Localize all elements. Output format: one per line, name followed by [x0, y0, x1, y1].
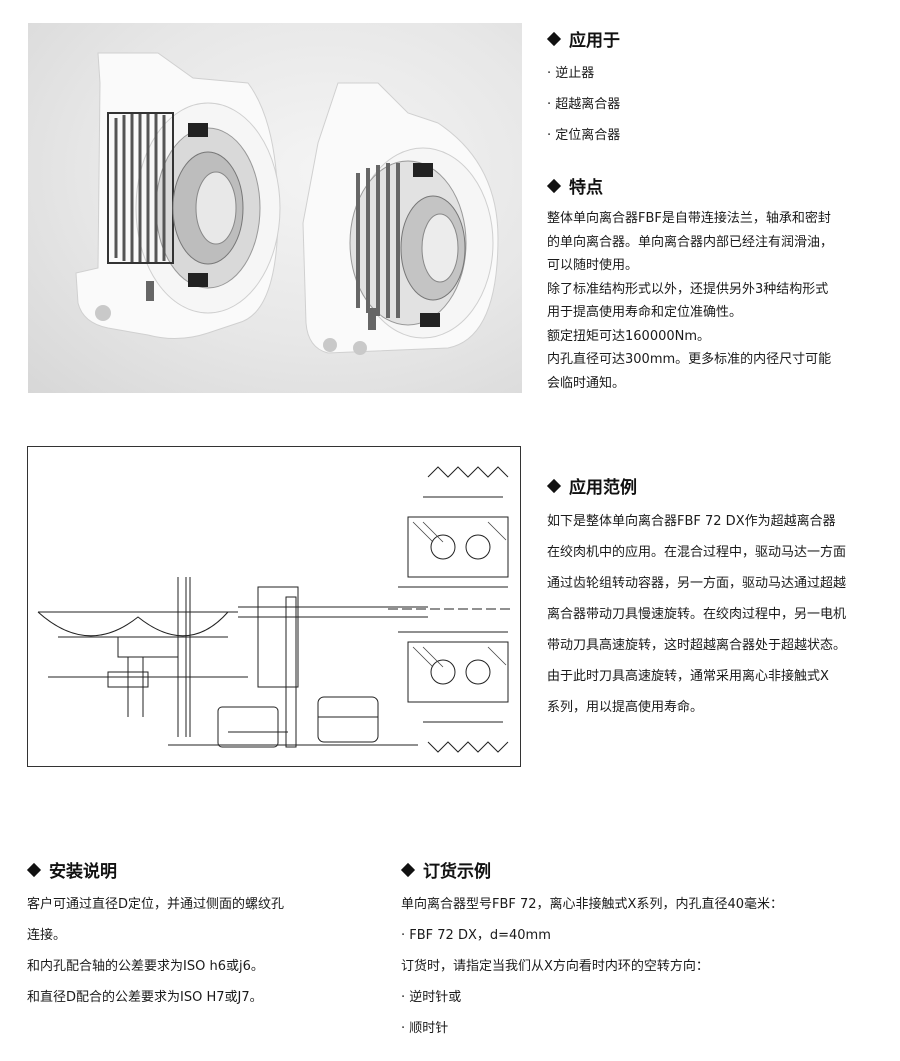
list-item: · 超越离合器	[547, 97, 621, 112]
install-heading: 安装说明	[25, 857, 117, 882]
features-title: 特点	[569, 178, 603, 198]
text-line: 的单向离合器。单向离合器内部已经注有润滑油，	[547, 234, 834, 250]
text-line: 单向离合器型号FBF 72，离心非接触式X系列，内孔直径40毫米：	[401, 897, 783, 912]
text-line: 如下是整体单向离合器FBF 72 DX作为超越离合器	[547, 514, 836, 529]
apply-list: · 逆止器 · 超越离合器 · 定位离合器	[547, 58, 620, 151]
list-item: · 逆止器	[547, 66, 595, 81]
install-title: 安装说明	[49, 862, 117, 882]
text-line: 会临时通知。	[547, 375, 626, 391]
example-title: 应用范例	[569, 478, 637, 498]
text-line: 离合器带动刀具慢速旋转。在绞肉过程中，另一电机	[547, 607, 847, 622]
product-photo	[28, 23, 522, 393]
text-line: 在绞肉机中的应用。在混合过程中，驱动马达一方面	[547, 545, 847, 560]
text-line: · 顺时针	[401, 1021, 449, 1036]
text-line: · FBF 72 DX，d=40mm	[401, 928, 551, 943]
text-line: 和直径D配合的公差要求为ISO H7或J7。	[27, 990, 263, 1005]
diamond-bullet-icon	[546, 478, 562, 493]
text-line: 由于此时刀具高速旋转，通常采用离心非接触式X	[547, 669, 829, 684]
text-line: 用于提高使用寿命和定位准确性。	[547, 305, 743, 320]
text-line: 通过齿轮组转动容器，另一方面，驱动马达通过超越	[547, 576, 847, 591]
apply-heading: 应用于	[545, 26, 620, 51]
text-line: 客户可通过直径D定位，并通过侧面的螺纹孔	[27, 897, 285, 912]
diamond-bullet-icon	[26, 862, 42, 877]
example-text: 如下是整体单向离合器FBF 72 DX作为超越离合器 在绞肉机中的应用。在混合过…	[547, 506, 892, 723]
text-line: 连接。	[27, 928, 67, 943]
text-line: 内孔直径可达300mm。更多标准的内径尺寸可能	[547, 352, 832, 367]
order-heading: 订货示例	[399, 857, 491, 882]
diamond-bullet-icon	[546, 178, 562, 193]
text-line: 除了标准结构形式以外，还提供另外3种结构形式	[547, 281, 829, 297]
mechanical-drawing	[37, 466, 513, 753]
clutch-illustration	[75, 52, 499, 355]
features-text: 整体单向离合器FBF是自带连接法兰，轴承和密封 的单向离合器。单向离合器内部已经…	[547, 207, 887, 395]
text-line: 带动刀具高速旋转，这时超越离合器处于超越状态。	[547, 638, 847, 653]
text-line: 整体单向离合器FBF是自带连接法兰，轴承和密封	[547, 211, 831, 226]
install-text: 客户可通过直径D定位，并通过侧面的螺纹孔 连接。 和内孔配合轴的公差要求为ISO…	[27, 889, 367, 1013]
apply-title: 应用于	[569, 31, 620, 51]
text-line: 系列，用以提高使用寿命。	[547, 700, 704, 715]
diamond-bullet-icon	[546, 31, 562, 46]
text-line: 和内孔配合轴的公差要求为ISO h6或j6。	[27, 959, 264, 974]
example-heading: 应用范例	[545, 473, 637, 498]
text-line: 订货时，请指定当我们从X方向看时内环的空转方向：	[401, 959, 709, 974]
order-text: 单向离合器型号FBF 72，离心非接触式X系列，内孔直径40毫米： · FBF …	[401, 889, 881, 1044]
text-line: · 逆时针或	[401, 990, 462, 1005]
text-line: 可以随时使用。	[547, 258, 639, 273]
application-diagram	[27, 446, 521, 767]
features-heading: 特点	[545, 173, 603, 198]
text-line: 额定扭矩可达160000Nm。	[547, 328, 711, 344]
order-title: 订货示例	[423, 862, 491, 882]
diamond-bullet-icon	[400, 862, 416, 877]
list-item: · 定位离合器	[547, 128, 621, 143]
